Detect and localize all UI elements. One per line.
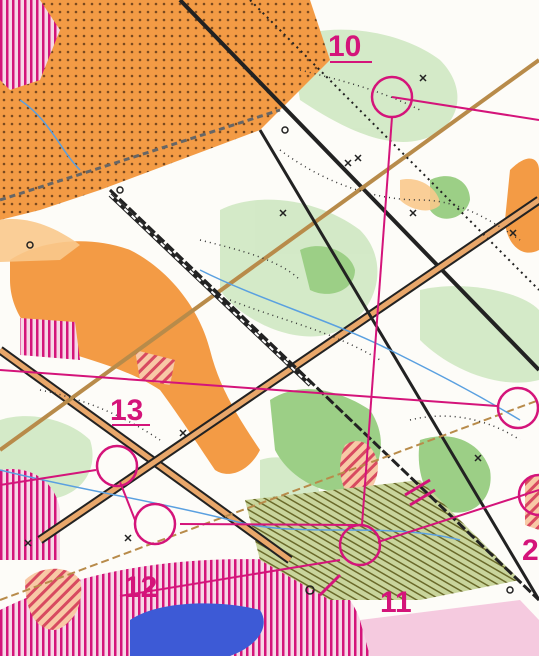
- label-underlines: [112, 61, 372, 426]
- course-legs: [0, 96, 539, 597]
- rough-open: [0, 179, 440, 262]
- point-features: [24, 74, 517, 547]
- streams: [0, 99, 521, 541]
- control-right-circle: [496, 386, 539, 430]
- private-area: [25, 350, 539, 630]
- out-of-bounds: [0, 0, 370, 656]
- control-13-circle: [95, 444, 139, 488]
- control-11-label: 11: [380, 586, 412, 619]
- control-10-label: 10: [328, 30, 361, 63]
- open-land-middle: [10, 241, 260, 474]
- control-11-circle: [338, 523, 382, 567]
- control-13-label: 13: [110, 394, 143, 427]
- control-circles: [95, 75, 539, 567]
- pink-area: [360, 600, 539, 656]
- control-right-lower-circle: [517, 473, 539, 517]
- control-10-circle: [370, 75, 414, 119]
- vegetation-boundaries: [39, 69, 521, 441]
- control-2-label: 2: [522, 534, 539, 567]
- small-circles: [26, 126, 514, 595]
- crossing-points: [318, 478, 436, 597]
- railway: [108, 193, 312, 387]
- rough-open-right: [505, 158, 539, 253]
- control-12-circle: [133, 502, 177, 546]
- open-land-dotted: [0, 0, 330, 220]
- control-12-label: 12: [124, 571, 157, 604]
- marsh-area: [130, 603, 264, 656]
